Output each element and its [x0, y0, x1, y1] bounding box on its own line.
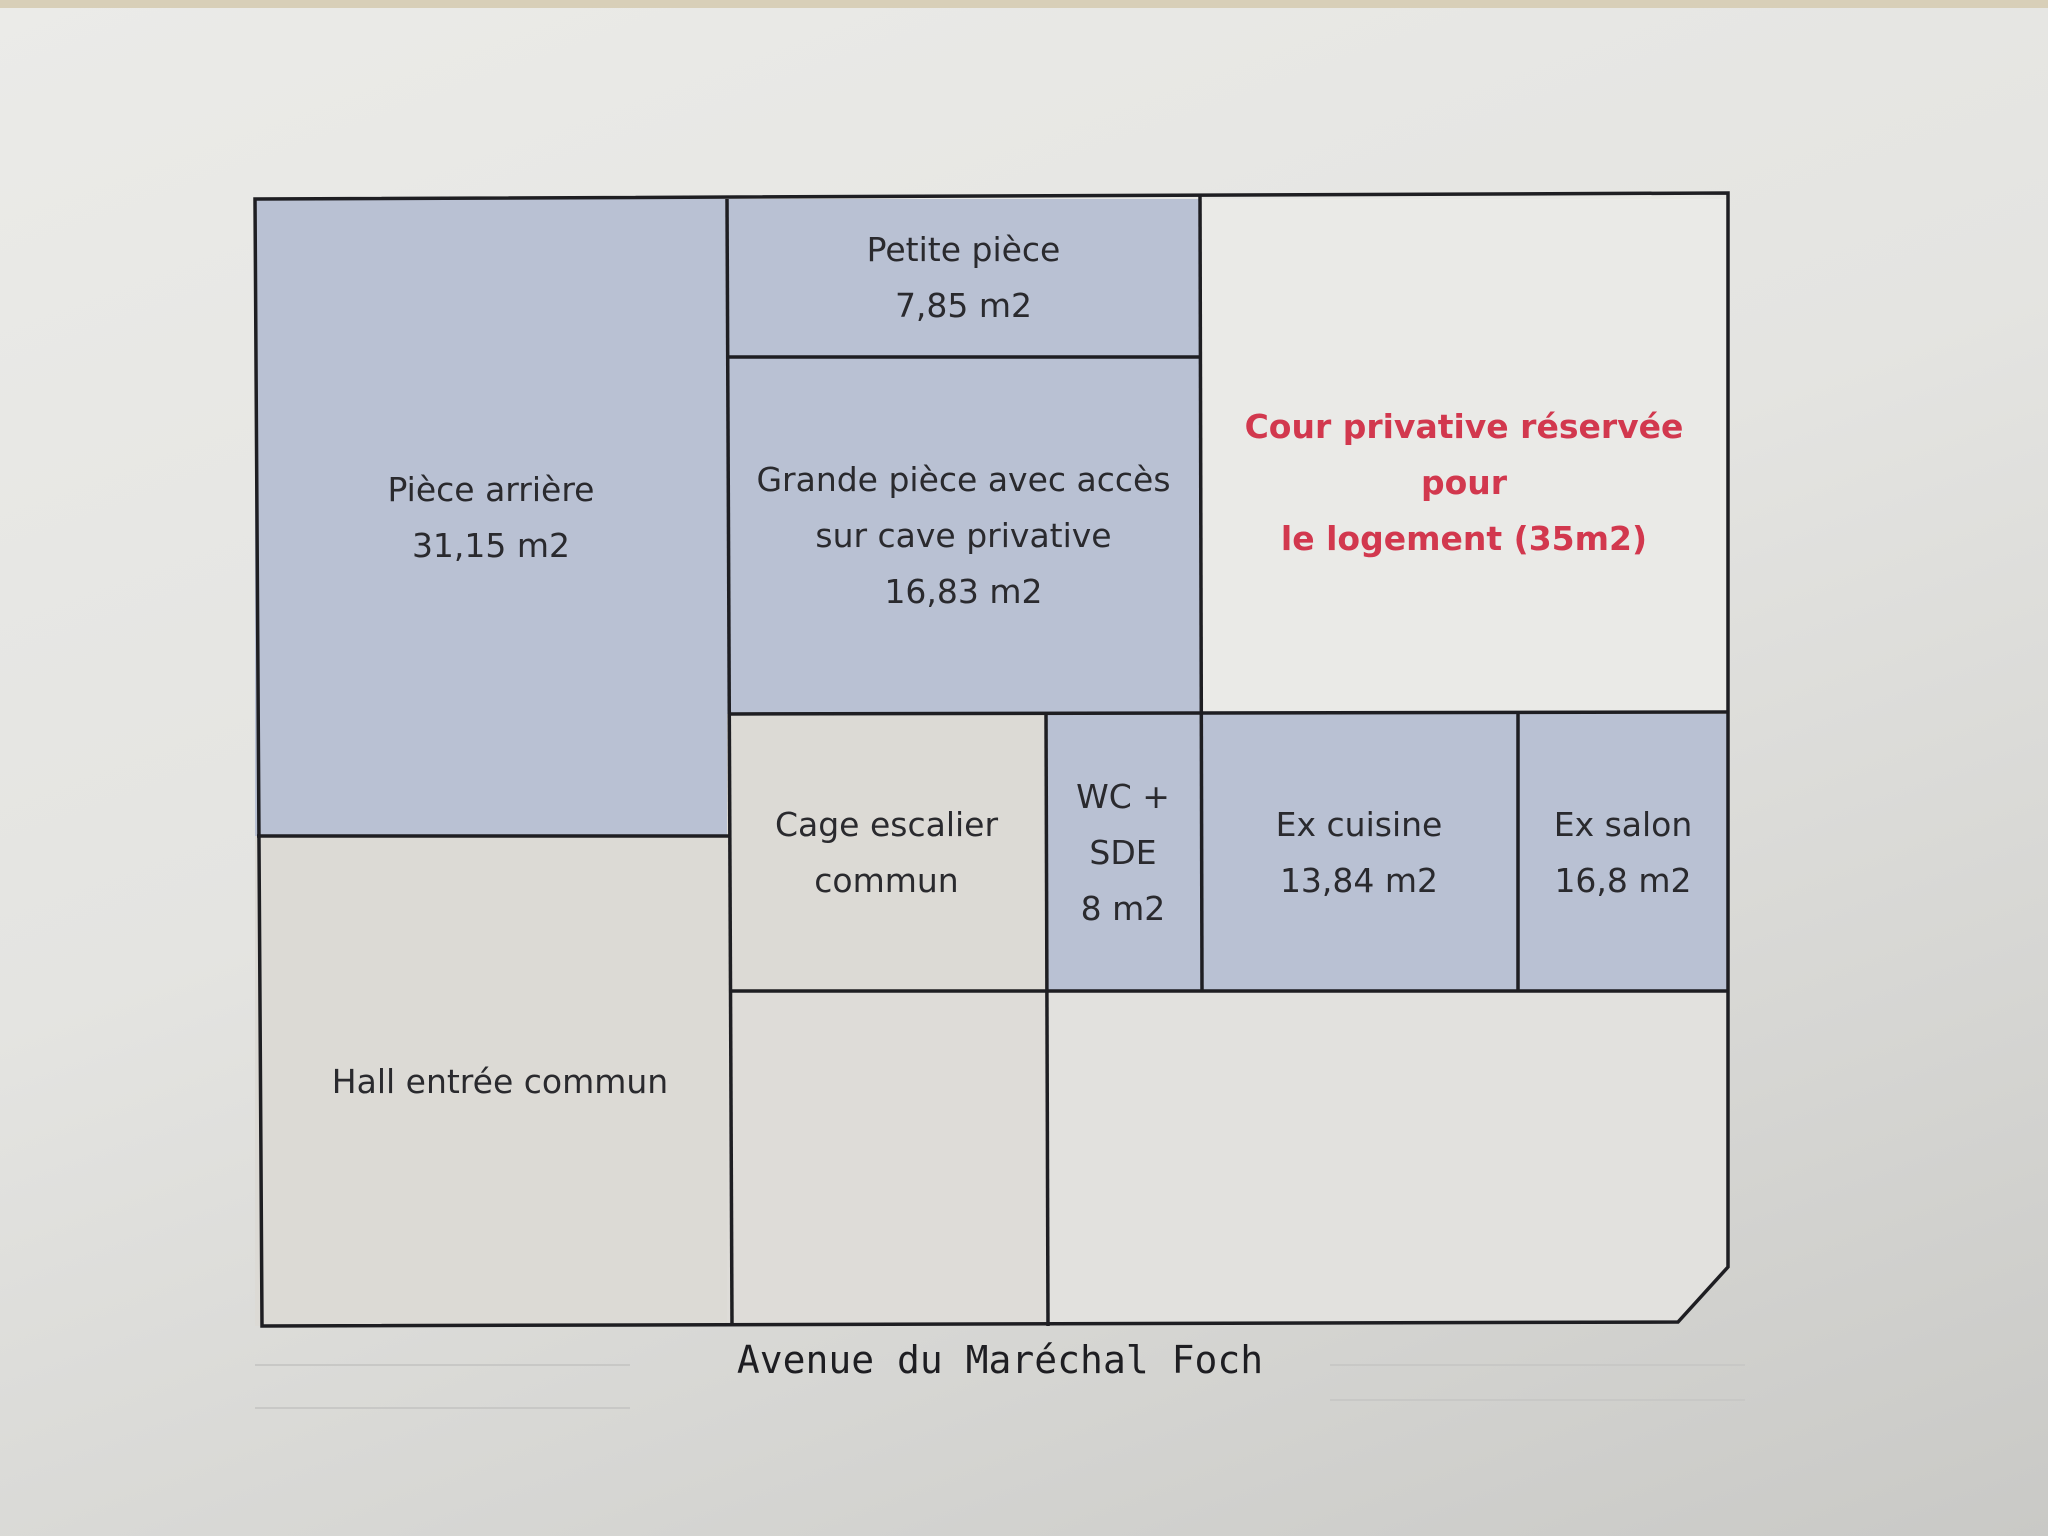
paper-edge — [0, 0, 2048, 8]
room-name: Petite pièce — [866, 230, 1061, 269]
room-name: Hall entrée commun — [331, 1062, 669, 1101]
room-label-wc-sde: WC + SDE 8 m2 — [1046, 714, 1200, 991]
room-front-right — [1046, 991, 1728, 1326]
room-area: 31,15 m2 — [411, 525, 571, 565]
room-name-cont: sur cave privative — [815, 515, 1112, 555]
room-label-ex-cuisine: Ex cuisine 13,84 m2 — [1200, 714, 1518, 991]
street-name: Avenue du Maréchal Foch — [736, 1338, 1264, 1382]
room-front-middle — [727, 991, 1046, 1326]
room-name: WC + — [1076, 776, 1170, 816]
room-ex-cuisine — [1200, 714, 1518, 991]
room-piece-arriere — [255, 199, 727, 836]
room-label-ex-salon: Ex salon 16,8 m2 — [1518, 714, 1728, 991]
room-name-cont: SDE — [1089, 832, 1157, 872]
room-cage-escalier — [727, 714, 1046, 991]
room-name: Ex salon — [1553, 804, 1693, 844]
room-label-cage-escalier: Cage escalier commun — [727, 714, 1046, 991]
room-label-hall: Hall entrée commun — [255, 836, 745, 1328]
room-label-cour: Cour privative réservée pour le logement… — [1200, 199, 1728, 714]
room-grande-piece — [727, 357, 1200, 714]
room-cour — [1200, 199, 1728, 714]
room-wc-sde — [1046, 714, 1200, 991]
room-area: 7,85 m2 — [894, 286, 1033, 325]
walls — [253, 191, 1730, 1328]
room-name: Pièce arrière — [387, 469, 595, 509]
room-label-grande-piece: Grande pièce avec accès sur cave privati… — [727, 357, 1200, 714]
room-label-piece-arriere: Pièce arrière 31,15 m2 — [255, 199, 727, 836]
courtyard-note-cont: le logement (35m2) — [1280, 519, 1648, 558]
room-label-petite-piece: Petite pièce 7,85 m2 — [727, 199, 1200, 357]
room-area: 8 m2 — [1080, 888, 1166, 928]
room-hall — [255, 836, 727, 1326]
room-name: Ex cuisine — [1275, 804, 1443, 844]
room-name-cont: commun — [814, 860, 959, 900]
room-area: 16,8 m2 — [1554, 860, 1692, 900]
courtyard-note: Cour privative réservée pour — [1244, 407, 1684, 502]
room-petite-piece — [727, 199, 1200, 357]
room-area: 13,84 m2 — [1279, 860, 1439, 900]
room-ex-salon — [1518, 714, 1728, 991]
room-name: Grande pièce avec accès — [756, 459, 1171, 499]
room-area: 16,83 m2 — [884, 571, 1043, 611]
room-name: Cage escalier — [774, 804, 999, 844]
